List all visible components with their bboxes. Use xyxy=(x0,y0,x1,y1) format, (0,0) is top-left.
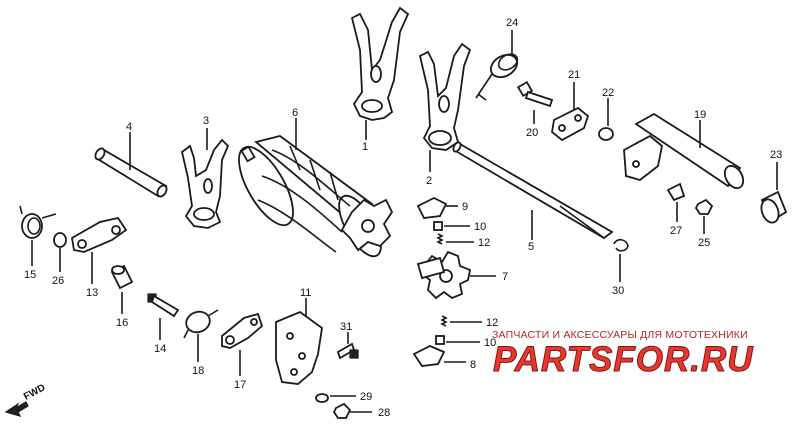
part-21-stopper-plate xyxy=(551,82,590,142)
fwd-arrow-icon xyxy=(4,401,29,417)
label-part-3: 3 xyxy=(203,115,209,127)
part-10-pin-upper xyxy=(433,221,470,231)
part-17-arm xyxy=(221,312,264,376)
part-10-pin-lower xyxy=(435,335,480,345)
label-part-19: 19 xyxy=(694,109,706,121)
part-28-nut xyxy=(332,402,372,419)
part-7-drum-star xyxy=(416,250,496,300)
part-2-shift-fork xyxy=(418,42,472,172)
label-part-7: 7 xyxy=(502,271,508,283)
part-16-collar xyxy=(110,264,134,314)
part-29-washer xyxy=(315,393,356,403)
label-part-6: 6 xyxy=(292,107,298,119)
part-5-fork-shaft xyxy=(452,141,614,240)
part-19-gearshift-spindle xyxy=(623,112,745,190)
label-part-5: 5 xyxy=(528,241,534,253)
label-part-21: 21 xyxy=(568,69,580,81)
label-part-20: 20 xyxy=(526,127,538,139)
part-drum-star-cam xyxy=(340,198,394,252)
part-8-stopper xyxy=(412,345,466,367)
part-25-nut xyxy=(694,198,714,234)
label-part-17: 17 xyxy=(234,379,246,391)
part-27-clip xyxy=(666,182,686,222)
label-part-12-upper: 12 xyxy=(478,237,490,249)
label-part-31: 31 xyxy=(340,321,352,333)
label-part-11: 11 xyxy=(300,287,311,299)
label-part-13: 13 xyxy=(86,287,98,299)
label-part-28: 28 xyxy=(378,407,390,419)
watermark-brand-logo: PARTSFOR.RU xyxy=(493,340,754,380)
part-14-bolt xyxy=(147,293,180,340)
part-18-spring xyxy=(183,309,219,362)
part-15-spring xyxy=(19,205,57,266)
label-part-9: 9 xyxy=(462,201,468,213)
label-part-4: 4 xyxy=(126,121,132,133)
part-23-bushing xyxy=(760,162,788,224)
part-20-bolt xyxy=(516,80,554,124)
label-part-8: 8 xyxy=(470,359,476,371)
label-part-22: 22 xyxy=(602,87,614,99)
part-1-shift-fork xyxy=(350,6,410,140)
label-part-12-lower: 12 xyxy=(486,317,498,329)
label-part-27: 27 xyxy=(670,225,682,237)
part-22-collar xyxy=(598,98,614,141)
label-part-15: 15 xyxy=(24,269,36,281)
part-31-bolt xyxy=(336,332,359,360)
part-3-shift-fork xyxy=(180,128,230,229)
watermark-subtitle: ЗАПЧАСТИ И АКСЕССУАРЫ ДЛЯ МОТОТЕХНИКИ xyxy=(492,329,748,341)
label-part-14: 14 xyxy=(154,343,166,355)
label-part-30: 30 xyxy=(612,285,624,297)
part-11-guide-plate xyxy=(275,298,323,385)
part-30-clip xyxy=(613,238,629,282)
label-part-18: 18 xyxy=(192,365,204,377)
label-part-29: 29 xyxy=(360,391,372,403)
label-part-10-upper: 10 xyxy=(474,221,486,233)
label-part-1: 1 xyxy=(362,141,368,153)
part-12-spring-lower xyxy=(440,315,482,327)
part-9-stopper xyxy=(416,196,458,219)
label-part-16: 16 xyxy=(116,317,128,329)
label-part-25: 25 xyxy=(698,237,710,249)
part-4-fork-shaft xyxy=(94,132,168,198)
label-part-26: 26 xyxy=(52,275,64,287)
label-part-10-lower: 10 xyxy=(484,337,496,349)
part-24-spring xyxy=(475,30,519,101)
label-part-24: 24 xyxy=(506,17,518,29)
label-part-23: 23 xyxy=(770,149,782,161)
part-12-spring-upper xyxy=(436,233,474,245)
label-part-2: 2 xyxy=(426,175,432,187)
part-26-washer xyxy=(53,232,67,272)
part-13-stopper-arm xyxy=(71,216,128,284)
